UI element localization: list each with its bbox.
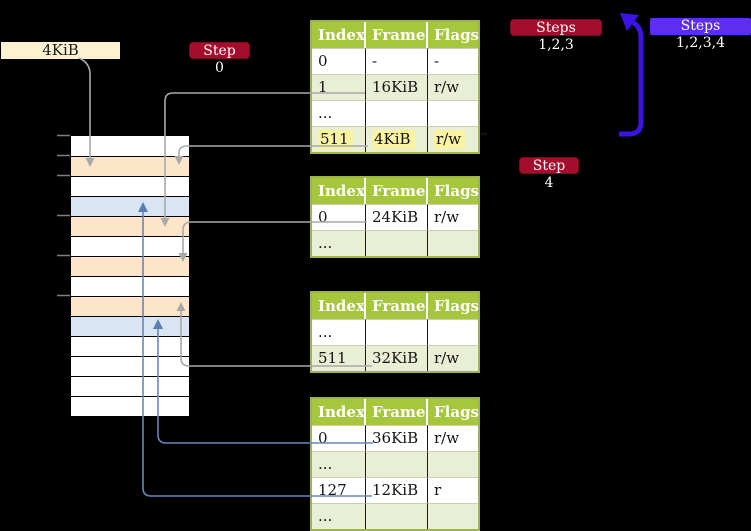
table-cell: [428, 451, 478, 477]
loop-arrow: [619, 19, 644, 137]
table-cell: ...: [312, 230, 366, 256]
highlighted-value: 4KiB: [372, 130, 415, 149]
memory-frame-row: [71, 356, 189, 376]
table-row: ...: [312, 451, 478, 477]
table-cell: [366, 319, 428, 345]
page-size-label: 4KiB: [1, 42, 120, 59]
table-cell: r/w: [428, 74, 478, 100]
table-cell: 1: [312, 74, 366, 100]
steps-1234-badge: Steps 1,2,3,4: [650, 18, 751, 51]
table-header-cell: Frame: [366, 399, 428, 425]
table-cell: 511: [312, 345, 366, 371]
memory-frame-row: [71, 136, 189, 156]
memory-frame-row: [71, 336, 189, 356]
highlighted-value: r/w: [434, 130, 466, 149]
table-cell: -: [428, 48, 478, 74]
table-cell: 16KiB: [366, 74, 428, 100]
table-header-cell: Frame: [366, 22, 428, 48]
step-0-badge: Step 0: [189, 42, 250, 76]
memory-frame-row: [71, 376, 189, 396]
table-cell: [428, 503, 478, 529]
table-cell: 36KiB: [366, 425, 428, 451]
table-cell: [366, 230, 428, 256]
table-cell: ...: [312, 100, 366, 126]
table-cell: 511: [312, 126, 366, 152]
table-cell: [428, 319, 478, 345]
table-row: ...: [312, 503, 478, 529]
table-header-cell: Frame: [366, 293, 428, 319]
table-cell: 32KiB: [366, 345, 428, 371]
memory-frame-row: [71, 396, 189, 416]
memory-frame-row: [71, 296, 189, 316]
table-cell: r: [428, 477, 478, 503]
memory-frame-row: [71, 316, 189, 336]
memory-frame-row: [71, 216, 189, 236]
table-header-cell: Flags: [434, 26, 479, 44]
table-row: ...: [312, 230, 478, 256]
table-cell: -: [366, 48, 428, 74]
memory-frame-row: [71, 256, 189, 276]
memory-frame-row: [71, 156, 189, 176]
highlighted-value: 511: [318, 130, 353, 149]
table-cell: ...: [312, 451, 366, 477]
table-cell: ...: [312, 319, 366, 345]
memory-address-ticks: [57, 134, 70, 297]
table-header-cell: Index: [312, 22, 366, 48]
table-cell: r/w: [428, 126, 478, 152]
table-row: 0--: [312, 48, 478, 74]
table-header-cell: Index: [312, 293, 366, 319]
table-cell: r/w: [428, 204, 478, 230]
table-row: ...: [312, 319, 478, 345]
table-cell: ...: [312, 503, 366, 529]
memory-frame-row: [71, 176, 189, 196]
table-cell: 0: [312, 204, 366, 230]
table-cell: 0: [312, 48, 366, 74]
memory-column: [70, 135, 190, 416]
table-header-cell: Index: [312, 399, 366, 425]
table-cell: [428, 230, 478, 256]
table-header-cell: Flags: [434, 182, 479, 200]
table-header-cell: Flags: [434, 403, 479, 421]
table-header-cell: Flags: [434, 297, 479, 315]
table-cell: 127: [312, 477, 366, 503]
table-cell: r/w: [428, 345, 478, 371]
table-header-cell: Index: [312, 178, 366, 204]
steps-123-badge: Steps 1,2,3: [510, 19, 602, 53]
table-cell: r/w: [428, 425, 478, 451]
loop-arrowhead: [620, 13, 639, 31]
table-cell: 4KiB: [366, 126, 428, 152]
table-cell: [366, 503, 428, 529]
step-4-badge: Step 4: [519, 157, 579, 191]
table-cell: [366, 100, 428, 126]
table-cell: 12KiB: [366, 477, 428, 503]
table-row: ...: [312, 100, 478, 126]
memory-frame-row: [71, 236, 189, 256]
table-cell: 24KiB: [366, 204, 428, 230]
memory-frame-row: [71, 196, 189, 216]
memory-frame-row: [71, 276, 189, 296]
table-cell: [428, 100, 478, 126]
table-cell: [366, 451, 428, 477]
table-row: 511 4KiB r/w: [312, 126, 478, 152]
table-header-cell: Frame: [366, 178, 428, 204]
table-cell: 0: [312, 425, 366, 451]
